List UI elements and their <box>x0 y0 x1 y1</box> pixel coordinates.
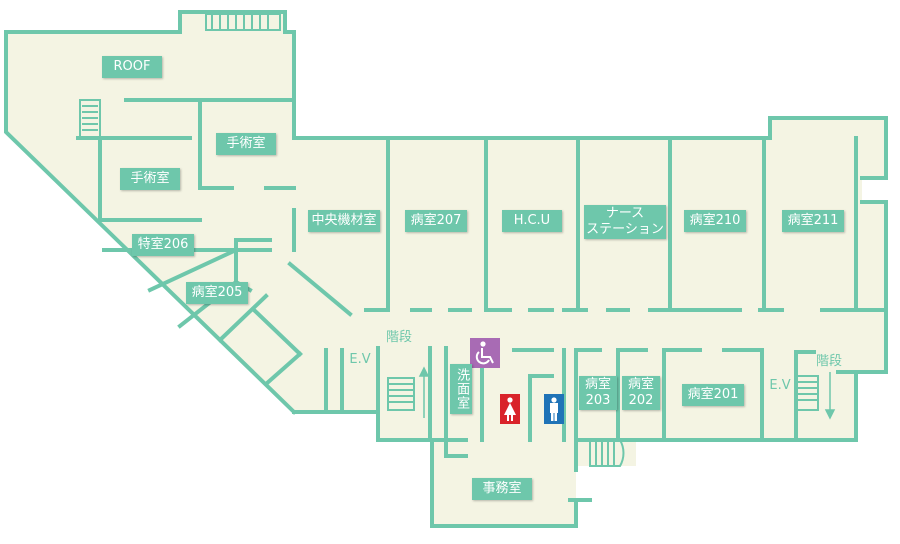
room-label-nurse-station[interactable]: ナース ステーション <box>584 205 666 239</box>
room-label-ward-202[interactable]: 病室 202 <box>622 376 660 410</box>
room-label-ward-203[interactable]: 病室 203 <box>579 376 617 410</box>
stairs-label-right: 階段 <box>815 354 842 369</box>
room-label-roof[interactable]: ROOF <box>102 56 162 78</box>
room-label-surgery-left[interactable]: 手術室 <box>120 168 180 190</box>
room-label-office[interactable]: 事務室 <box>472 478 532 500</box>
elevator-label-right: E.V <box>769 378 791 393</box>
room-label-ward-201[interactable]: 病室201 <box>682 384 744 406</box>
female-toilet-icon <box>500 394 520 424</box>
room-label-central-materials[interactable]: 中央機材室 <box>308 210 380 232</box>
room-label-hcu[interactable]: H.C.U <box>502 210 562 232</box>
room-label-ward-210[interactable]: 病室210 <box>684 210 746 232</box>
stairs-icon <box>79 13 819 467</box>
room-label-surgery-upper[interactable]: 手術室 <box>216 133 276 155</box>
room-label-washroom[interactable]: 洗面室 <box>450 364 472 414</box>
stairs-label-left: 階段 <box>385 330 412 345</box>
elevator-label-left: E.V <box>349 352 371 367</box>
wheelchair-icon <box>470 338 500 368</box>
walls <box>4 10 888 528</box>
room-label-ward-205[interactable]: 病室205 <box>186 282 248 304</box>
arrow-down-icon <box>824 372 836 420</box>
room-label-special-206[interactable]: 特室206 <box>132 234 194 256</box>
room-label-ward-207[interactable]: 病室207 <box>405 210 467 232</box>
arrow-up-icon <box>418 366 430 418</box>
male-toilet-icon <box>544 394 564 424</box>
room-label-ward-211[interactable]: 病室211 <box>782 210 844 232</box>
